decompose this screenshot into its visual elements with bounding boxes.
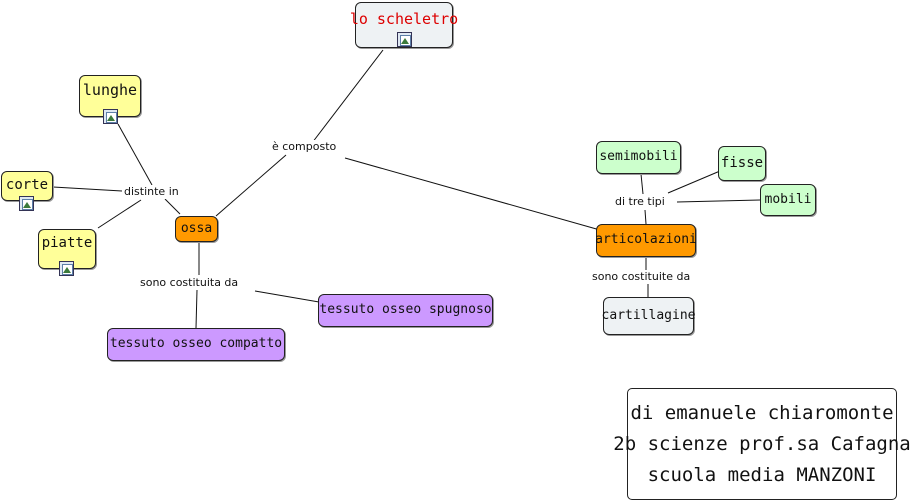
line-semimobili-tretipi bbox=[640, 173, 644, 195]
credits-box: di emanuele chiaromonte 2b scienze prof.… bbox=[613, 388, 911, 500]
node-fisse[interactable]: fisse bbox=[718, 146, 766, 181]
node-tessuto-osseo-spugnoso[interactable]: tessuto osseo spugnoso bbox=[318, 294, 493, 327]
node-label: tessuto osseo spugnoso bbox=[319, 302, 492, 318]
credits-school: scuola media MANZONI bbox=[647, 463, 877, 486]
line-composto-ossa bbox=[215, 154, 287, 217]
node-label: articolazioni bbox=[595, 232, 697, 248]
line-costituita-compatto bbox=[195, 289, 198, 329]
line-corte-distinte bbox=[52, 186, 123, 192]
line-tretipi-articolazioni bbox=[644, 209, 647, 225]
image-icon[interactable] bbox=[59, 261, 74, 276]
node-lo-scheletro[interactable]: lo scheletro bbox=[350, 2, 458, 48]
node-articolazioni[interactable]: articolazioni bbox=[595, 224, 697, 257]
credits-author: di emanuele chiaromonte bbox=[630, 401, 894, 424]
line-mobili-tretipi bbox=[676, 199, 761, 203]
node-label: cartillagine bbox=[601, 307, 696, 323]
line-composto-articolazioni bbox=[344, 157, 601, 231]
credits-class: 2b scienze prof.sa Cafagna bbox=[613, 432, 911, 455]
node-label: mobili bbox=[764, 191, 812, 207]
link-label-costituita: sono costituita da bbox=[138, 276, 241, 290]
node-mobili[interactable]: mobili bbox=[760, 184, 816, 216]
image-icon[interactable] bbox=[103, 109, 118, 124]
node-label: lunghe bbox=[82, 81, 138, 99]
node-label: fisse bbox=[720, 154, 764, 171]
node-label: ossa bbox=[180, 220, 213, 236]
node-label: tessuto osseo compatto bbox=[109, 336, 283, 352]
line-costituita-spugnoso bbox=[254, 290, 320, 303]
node-label: lo scheletro bbox=[349, 10, 459, 28]
image-icon[interactable] bbox=[396, 31, 412, 47]
node-label: corte bbox=[5, 177, 49, 194]
line-piatte-distinte bbox=[97, 199, 142, 229]
node-label: piatte bbox=[41, 235, 93, 251]
node-label: semimobili bbox=[599, 149, 678, 165]
link-label-distinte: distinte in bbox=[122, 185, 181, 199]
node-ossa[interactable]: ossa bbox=[175, 216, 218, 242]
node-semimobili[interactable]: semimobili bbox=[596, 141, 681, 174]
line-distinte-ossa bbox=[164, 198, 181, 215]
node-cartillagine[interactable]: cartillagine bbox=[601, 297, 696, 335]
link-label-composto: è composto bbox=[270, 140, 339, 154]
node-lunghe[interactable]: lunghe bbox=[79, 75, 141, 117]
line-lunghe-distinte bbox=[117, 123, 153, 186]
line-scheletro-composto bbox=[311, 49, 384, 144]
link-label-tre-tipi: di tre tipi bbox=[613, 195, 667, 209]
node-tessuto-osseo-compatto[interactable]: tessuto osseo compatto bbox=[107, 328, 285, 361]
line-fisse-tretipi bbox=[667, 170, 721, 194]
node-piatte[interactable]: piatte bbox=[38, 229, 96, 269]
node-corte[interactable]: corte bbox=[1, 171, 53, 201]
link-label-costituite: sono costituite da bbox=[590, 270, 693, 284]
image-icon[interactable] bbox=[19, 196, 34, 211]
